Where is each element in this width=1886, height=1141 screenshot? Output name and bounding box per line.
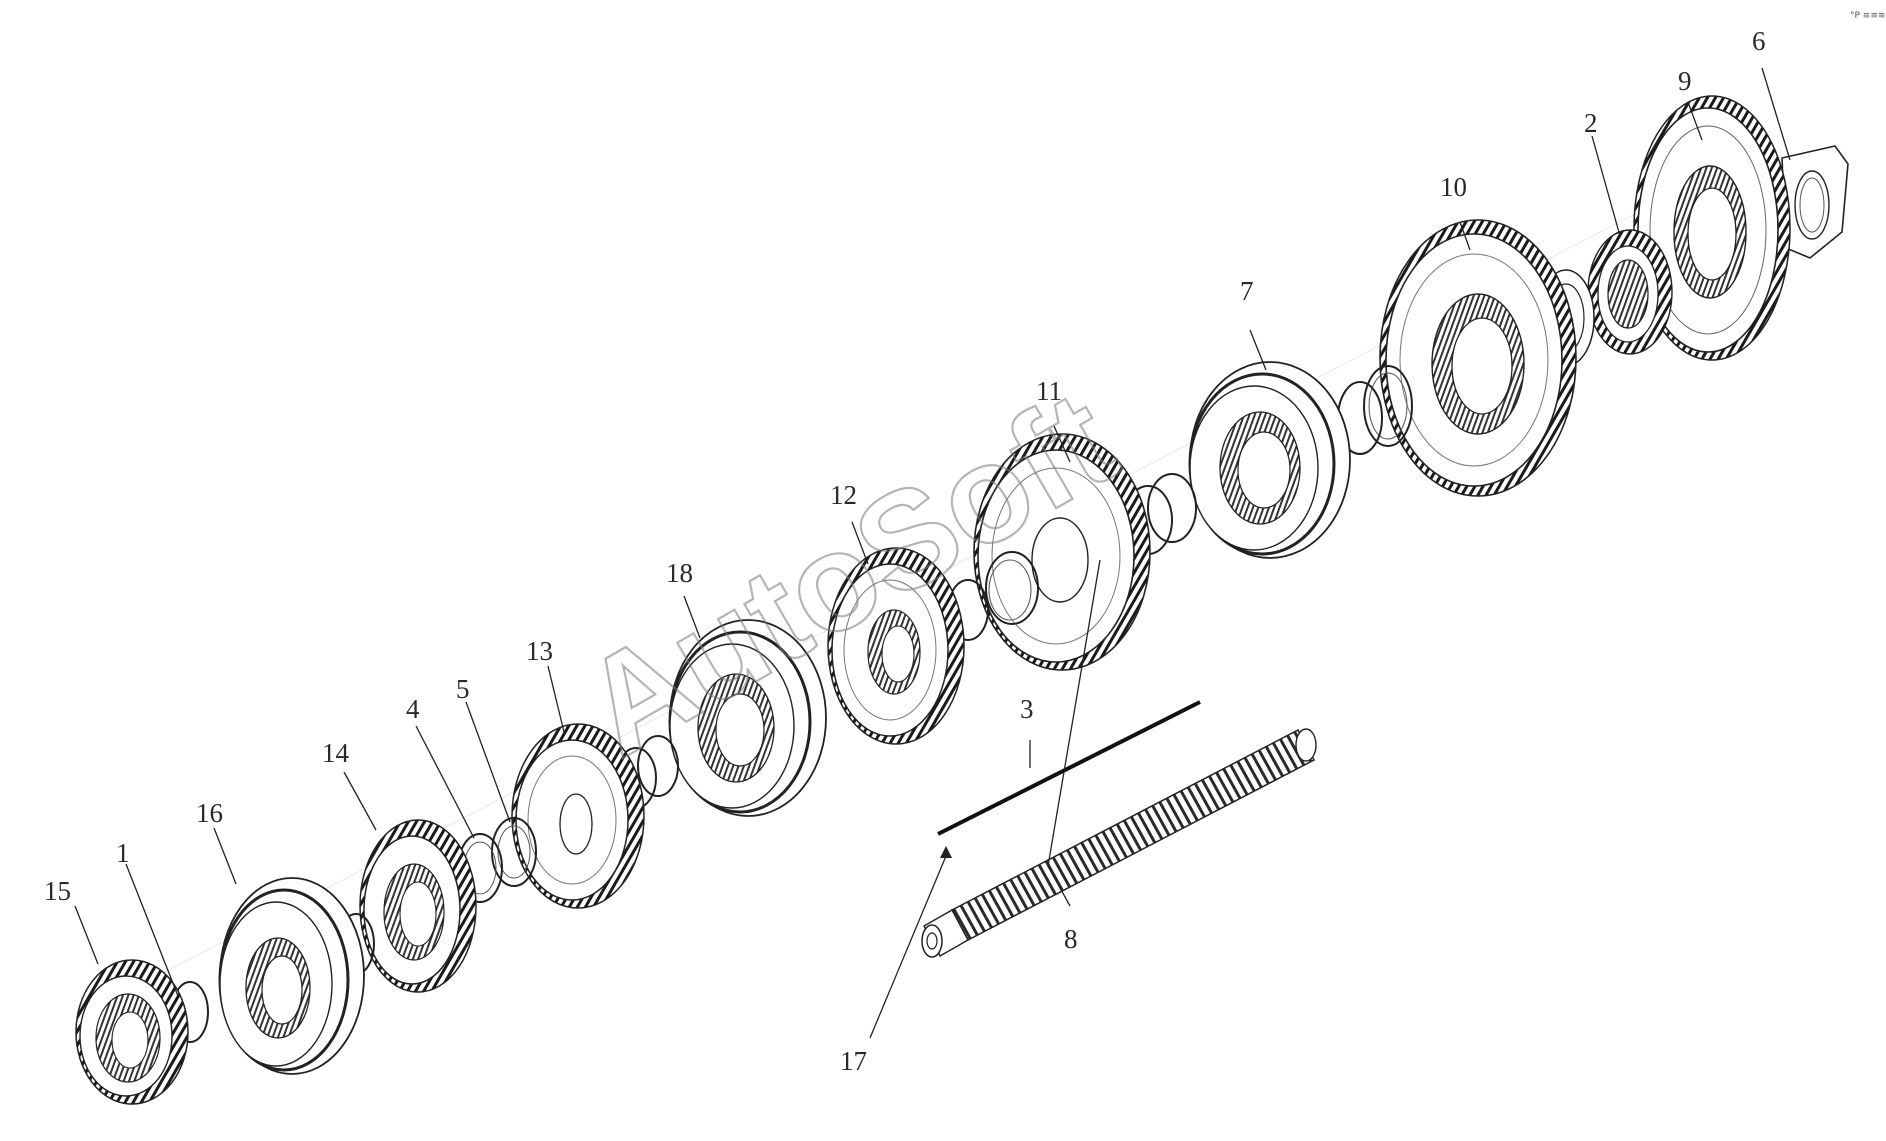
callout-17: 17 bbox=[840, 1046, 867, 1076]
callout-7: 7 bbox=[1240, 276, 1254, 306]
callout-3: 3 bbox=[1020, 694, 1034, 724]
part-7-synchronizer bbox=[1188, 361, 1351, 559]
callout-16: 16 bbox=[196, 798, 223, 828]
part-14-gear bbox=[359, 819, 477, 993]
callout-14: 14 bbox=[322, 738, 350, 768]
part-16-synchronizer bbox=[218, 877, 365, 1075]
part-8-splined-shaft bbox=[921, 728, 1317, 958]
corner-mark: °P ≡≡≡ bbox=[1850, 11, 1885, 21]
callout-13: 13 bbox=[526, 636, 553, 666]
part-13-gear bbox=[511, 723, 645, 909]
callout-4: 4 bbox=[406, 694, 420, 724]
callout-18: 18 bbox=[666, 558, 693, 588]
part-12-gear bbox=[827, 547, 965, 745]
callout-8: 8 bbox=[1064, 924, 1078, 954]
part-18-synchronizer bbox=[668, 619, 827, 817]
part-6-washer bbox=[1781, 145, 1849, 259]
callout-9: 9 bbox=[1678, 66, 1692, 96]
part-2-small-gear bbox=[1587, 229, 1673, 355]
callout-2: 2 bbox=[1584, 108, 1598, 138]
callout-1: 1 bbox=[116, 838, 130, 868]
callout-12: 12 bbox=[830, 480, 857, 510]
callout-15: 15 bbox=[44, 876, 71, 906]
part-11-large-gear bbox=[973, 433, 1151, 671]
callout-labels: 1 2 3 4 5 6 7 8 9 10 11 12 13 14 15 16 1… bbox=[44, 26, 1766, 1076]
part-10-large-gear bbox=[1379, 219, 1577, 497]
callout-5: 5 bbox=[456, 674, 470, 704]
part-5-ring bbox=[491, 817, 537, 887]
callout-11: 11 bbox=[1036, 376, 1062, 406]
part-3-rod bbox=[937, 700, 1201, 836]
callout-10: 10 bbox=[1440, 172, 1467, 202]
callout-6: 6 bbox=[1752, 26, 1766, 56]
part-15-small-gear bbox=[75, 959, 189, 1105]
leader-lines bbox=[74, 67, 1791, 1039]
part-9-gear bbox=[1633, 95, 1791, 361]
